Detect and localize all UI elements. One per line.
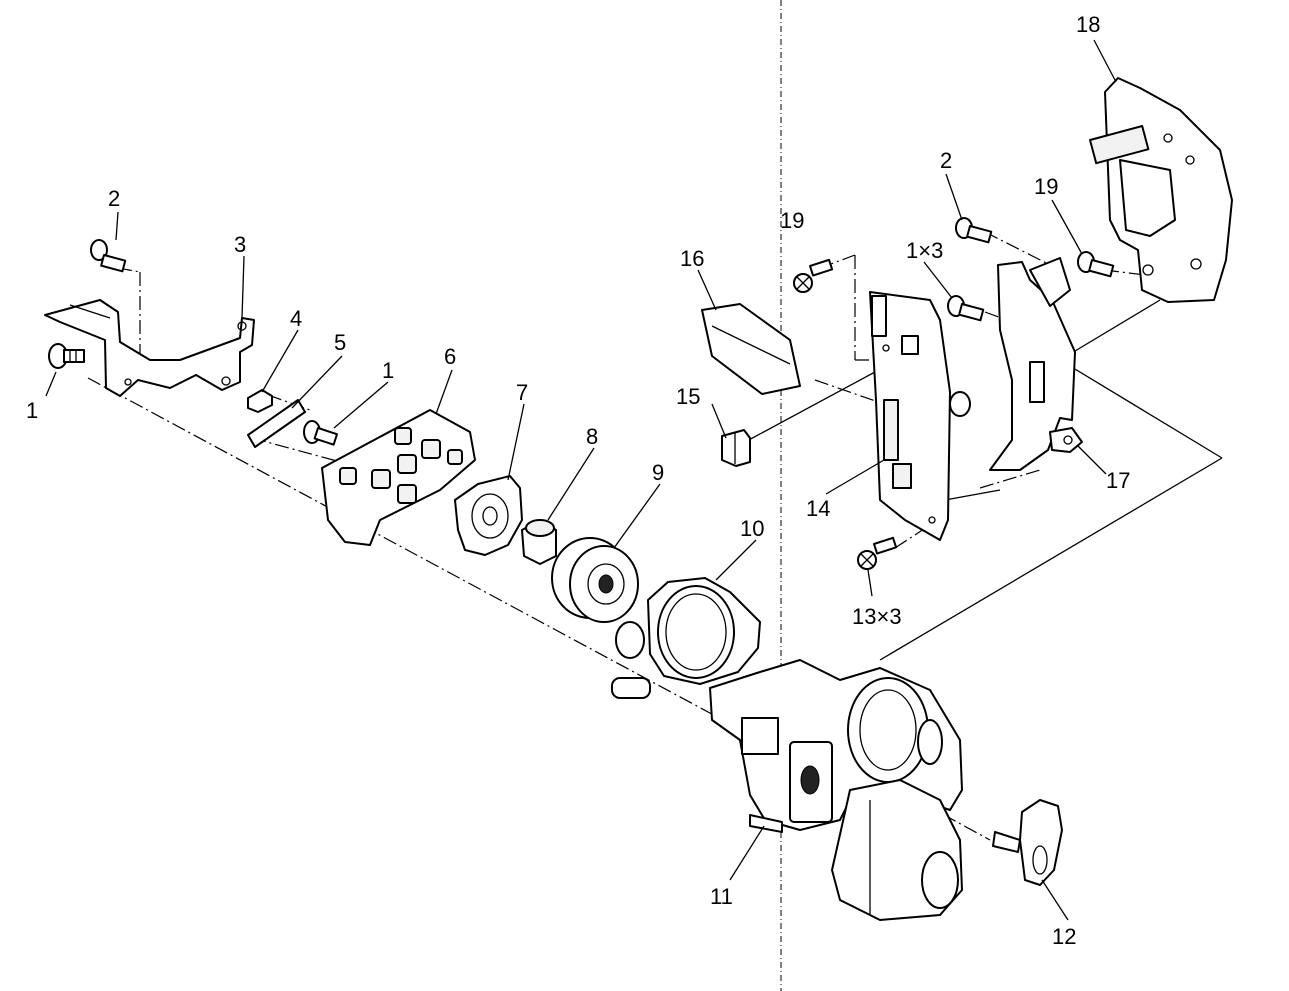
switch-board-part-6 (321, 409, 476, 546)
label-2-left: 2 (108, 186, 120, 211)
part-labels: 1 2 3 4 5 1 6 7 8 9 10 11 12 13×3 14 15 … (26, 12, 1130, 949)
screw-13-icon (857, 536, 898, 570)
screw-1x3-right-icon (947, 295, 985, 322)
label-17: 17 (1106, 468, 1130, 493)
screw-2-left-icon (90, 239, 127, 273)
label-8: 8 (586, 424, 598, 449)
connection-lines (744, 299, 1223, 661)
disc-plate-part-7 (454, 475, 523, 556)
label-10: 10 (740, 516, 764, 541)
label-11: 11 (710, 884, 733, 909)
screw-1-mid-icon (303, 420, 339, 446)
bracket-part-3 (44, 299, 255, 397)
label-12: 12 (1052, 924, 1076, 949)
screw-19-mid-icon (793, 258, 834, 293)
label-3: 3 (234, 232, 246, 257)
grip-housing-part-11b (831, 779, 963, 921)
label-1-left: 1 (26, 398, 38, 423)
label-1x3-right: 1×3 (906, 238, 943, 263)
screw-2-right-icon (955, 217, 993, 244)
label-7: 7 (516, 380, 528, 405)
rear-unit-part-18 (1089, 77, 1233, 303)
label-1-mid: 1 (382, 358, 394, 383)
label-18: 18 (1076, 12, 1100, 37)
label-2-right: 2 (940, 148, 952, 173)
label-19-mid: 19 (780, 208, 804, 233)
label-6: 6 (444, 344, 456, 369)
frame-part-17 (989, 257, 1083, 471)
label-4: 4 (290, 306, 302, 331)
clip-part-15 (721, 429, 751, 467)
label-9: 9 (652, 460, 664, 485)
sheet-part-5 (247, 399, 306, 448)
circuit-board-part-14 (869, 291, 971, 541)
screw-19-right-icon (1077, 251, 1115, 278)
side-cover-part-12 (992, 799, 1063, 886)
knob-part-8 (521, 519, 557, 565)
leader-lines (45, 39, 1117, 921)
label-5: 5 (334, 330, 346, 355)
clip-part-4 (247, 389, 273, 413)
label-13x3: 13×3 (852, 604, 902, 629)
lens-ring-part-10 (611, 577, 761, 699)
label-19-right: 19 (1034, 174, 1058, 199)
screw-1-left-icon (48, 343, 85, 369)
ring-part-9 (551, 537, 639, 623)
label-15: 15 (676, 384, 700, 409)
label-16: 16 (680, 246, 704, 271)
flex-cable-part-16 (701, 303, 801, 395)
label-14: 14 (806, 496, 830, 521)
